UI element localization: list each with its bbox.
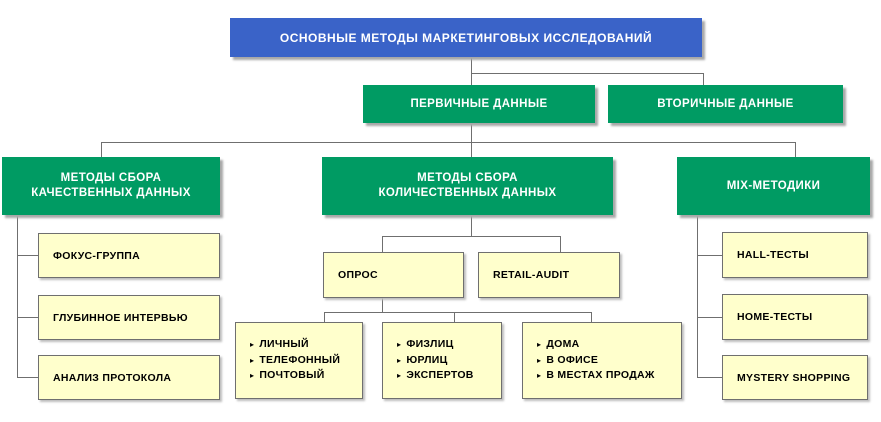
connector-line	[471, 123, 472, 143]
connector-line	[471, 57, 472, 86]
node-survey-respondents: ▸ФИЗЛИЦ ▸ЮРЛИЦ ▸ЭКСПЕРТОВ	[382, 322, 502, 399]
node-mystery-shopping: MYSTERY SHOPPING	[722, 355, 868, 400]
mix-label: MIX-МЕТОДИКИ	[726, 180, 821, 192]
protocol-analysis-label: АНАЛИЗ ПРОТОКОЛА	[53, 371, 172, 384]
bullet-icon: ▸	[537, 371, 542, 380]
bullet-icon: ▸	[250, 371, 255, 380]
connector-line	[101, 142, 102, 157]
list-item: ▸ЮРЛИЦ	[397, 353, 448, 366]
connector-line	[17, 214, 18, 378]
node-survey: ОПРОС	[323, 252, 464, 298]
connector-line	[471, 73, 704, 74]
node-focus-group: ФОКУС-ГРУППА	[38, 233, 220, 278]
survey-label: ОПРОС	[338, 269, 378, 281]
connector-line	[382, 297, 383, 312]
node-survey-locations: ▸ДОМА ▸В ОФИСЕ ▸В МЕСТАХ ПРОДАЖ	[522, 322, 682, 399]
list-item: ▸ДОМА	[537, 338, 580, 351]
list-item: ▸В МЕСТАХ ПРОДАЖ	[537, 369, 655, 382]
bullet-icon: ▸	[537, 355, 542, 365]
list-item: ▸ЭКСПЕРТОВ	[397, 369, 474, 382]
bullet-icon: ▸	[250, 355, 255, 365]
bullet-icon: ▸	[537, 340, 542, 349]
bullet-icon: ▸	[397, 371, 402, 380]
node-protocol-analysis: АНАЛИЗ ПРОТОКОЛА	[38, 355, 220, 400]
list-item: ▸ТЕЛЕФОННЫЙ	[250, 353, 341, 366]
connector-line	[17, 255, 38, 256]
node-retail-audit: RETAIL-AUDIT	[478, 252, 620, 298]
connector-line	[795, 142, 796, 157]
quantitative-label-line1: МЕТОДЫ СБОРА	[417, 172, 518, 184]
node-mix-methods: MIX-МЕТОДИКИ	[677, 157, 870, 215]
qualitative-label-line1: МЕТОДЫ СБОРА	[60, 172, 162, 184]
connector-line	[471, 214, 472, 236]
quantitative-label-line2: КОЛИЧЕСТВЕННЫХ ДАННЫХ	[378, 187, 557, 199]
connector-line	[697, 255, 722, 256]
mystery-shopping-label: MYSTERY SHOPPING	[737, 371, 851, 384]
connector-line	[560, 236, 561, 252]
node-root-title: ОСНОВНЫЕ МЕТОДЫ МАРКЕТИНГОВЫХ ИССЛЕДОВАН…	[230, 18, 702, 57]
focus-group-label: ФОКУС-ГРУППА	[53, 249, 141, 262]
bullet-icon: ▸	[397, 340, 402, 349]
node-home-tests: HOME-ТЕСТЫ	[722, 294, 868, 340]
connector-line	[591, 312, 592, 323]
connector-line	[382, 236, 383, 252]
node-survey-types: ▸ЛИЧНЫЙ ▸ТЕЛЕФОННЫЙ ▸ПОЧТОВЫЙ	[235, 322, 363, 399]
connector-line	[703, 73, 704, 86]
connector-line	[697, 377, 722, 378]
list-item: ▸ФИЗЛИЦ	[397, 338, 454, 351]
node-secondary-data: ВТОРИЧНЫЕ ДАННЫЕ	[608, 85, 843, 123]
connector-line	[382, 236, 561, 237]
bullet-icon: ▸	[250, 340, 255, 349]
connector-line	[697, 214, 698, 378]
connector-line	[324, 312, 592, 313]
node-depth-interview: ГЛУБИННОЕ ИНТЕРВЬЮ	[38, 295, 220, 340]
retail-audit-label: RETAIL-AUDIT	[493, 269, 570, 281]
list-item: ▸ПОЧТОВЫЙ	[250, 369, 325, 382]
home-tests-label: HOME-ТЕСТЫ	[737, 311, 813, 323]
connector-line	[454, 312, 455, 323]
connector-line	[324, 312, 325, 323]
node-root-label: ОСНОВНЫЕ МЕТОДЫ МАРКЕТИНГОВЫХ ИССЛЕДОВАН…	[279, 30, 653, 45]
list-item: ▸В ОФИСЕ	[537, 353, 599, 366]
node-primary-label: ПЕРВИЧНЫЕ ДАННЫЕ	[410, 98, 548, 110]
node-hall-tests: HALL-ТЕСТЫ	[722, 232, 868, 278]
connector-line	[471, 142, 472, 157]
node-qualitative-methods: МЕТОДЫ СБОРА КАЧЕСТВЕННЫХ ДАННЫХ	[2, 157, 220, 215]
connector-line	[17, 377, 38, 378]
connector-line	[101, 142, 796, 143]
qualitative-label-line2: КАЧЕСТВЕННЫХ ДАННЫХ	[31, 187, 191, 199]
bullet-icon: ▸	[397, 355, 402, 365]
node-quantitative-methods: МЕТОДЫ СБОРА КОЛИЧЕСТВЕННЫХ ДАННЫХ	[322, 157, 613, 215]
list-item: ▸ЛИЧНЫЙ	[250, 338, 309, 351]
hall-tests-label: HALL-ТЕСТЫ	[737, 249, 809, 261]
node-primary-data: ПЕРВИЧНЫЕ ДАННЫЕ	[363, 85, 595, 123]
node-secondary-label: ВТОРИЧНЫЕ ДАННЫЕ	[657, 98, 794, 110]
connector-line	[17, 317, 38, 318]
connector-line	[697, 317, 722, 318]
depth-interview-label: ГЛУБИННОЕ ИНТЕРВЬЮ	[53, 311, 188, 324]
